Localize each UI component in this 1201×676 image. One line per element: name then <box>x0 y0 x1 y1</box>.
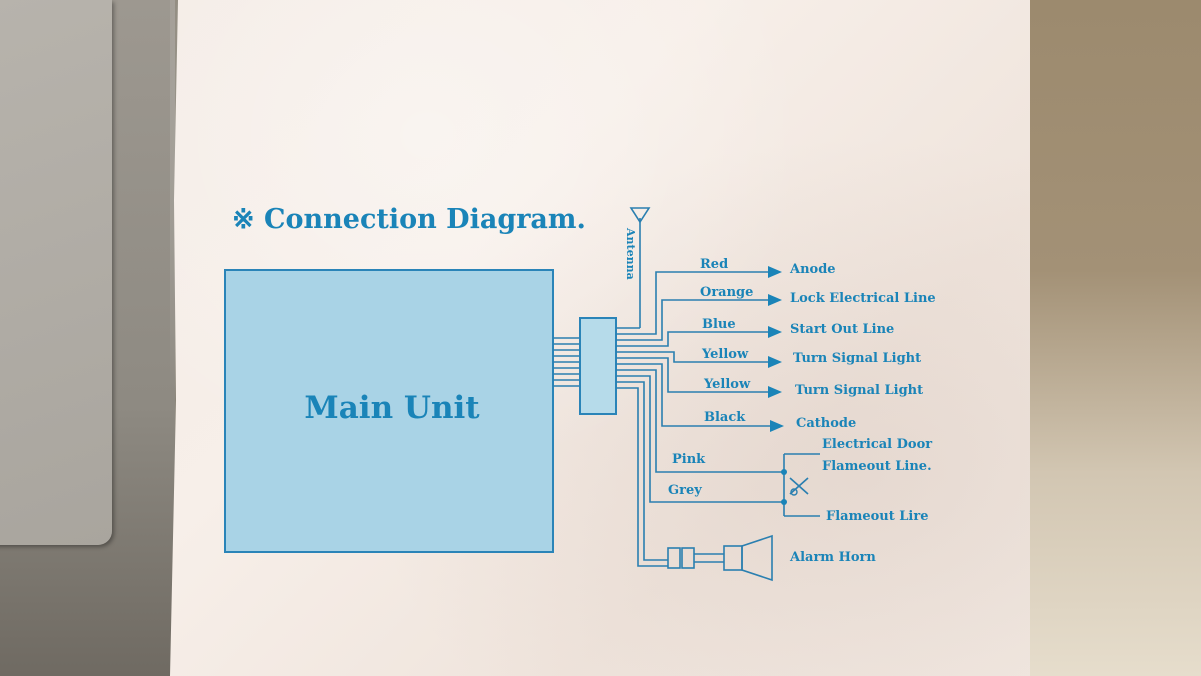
target-alarm-horn: Alarm Horn <box>789 550 876 565</box>
target-flameout-line: Flameout Line. <box>822 459 932 474</box>
door-switch-icon <box>781 453 820 517</box>
target-flameout-lire: Flameout Lire <box>826 509 928 524</box>
target-electrical-door: Electrical Door <box>822 437 932 452</box>
background-panel <box>0 0 112 545</box>
main-unit-label: Main Unit <box>304 390 480 426</box>
wire-bundle <box>553 337 580 387</box>
wire-label-yellow-1: Yellow <box>701 347 749 362</box>
wire-label-orange: Orange <box>700 285 753 300</box>
antenna-label: Antenna <box>624 227 637 280</box>
background-right-surface <box>1000 0 1201 676</box>
main-unit-box <box>224 269 554 553</box>
connector-block <box>579 317 617 415</box>
wire-runs <box>616 271 784 567</box>
target-start-out-line: Start Out Line <box>790 322 894 337</box>
target-turn-signal-light-2: Turn Signal Light <box>795 383 923 398</box>
wire-label-yellow-2: Yellow <box>703 377 751 392</box>
target-cathode: Cathode <box>796 416 856 431</box>
wire-label-pink: Pink <box>672 452 706 467</box>
wire-label-black: Black <box>704 410 746 425</box>
target-turn-signal-light-1: Turn Signal Light <box>793 351 921 366</box>
antenna-icon <box>616 207 651 329</box>
wire-label-blue: Blue <box>702 317 736 332</box>
target-anode: Anode <box>789 262 836 277</box>
alarm-horn-icon <box>667 534 773 582</box>
diagram-title: ※ Connection Diagram. <box>232 204 586 235</box>
wire-label-grey: Grey <box>668 483 702 498</box>
wire-label-red: Red <box>700 257 728 272</box>
arrow-heads <box>768 266 784 432</box>
target-lock-electrical-line: Lock Electrical Line <box>790 291 936 306</box>
